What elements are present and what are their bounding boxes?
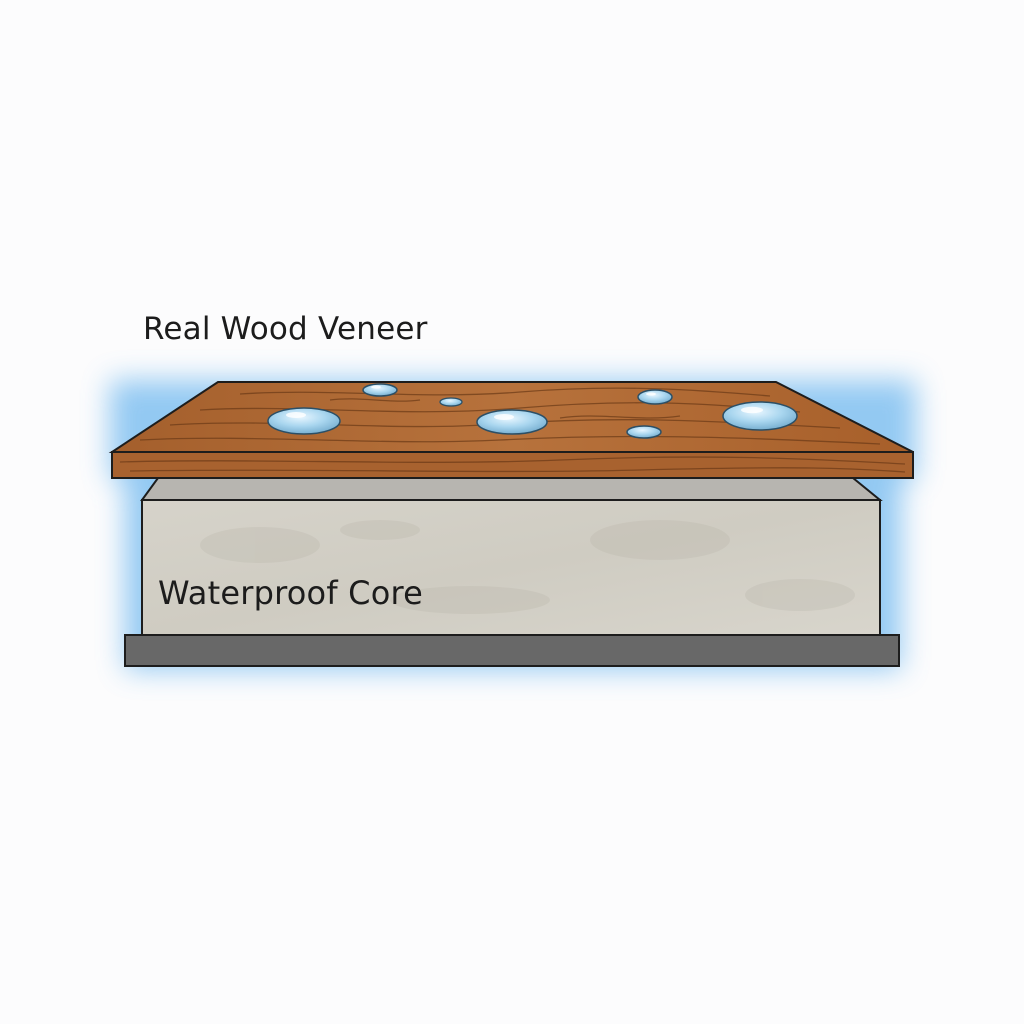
water-droplet-icon [476,409,548,435]
backing-layer [124,634,900,667]
water-droplet-icon [267,407,341,435]
water-droplet-icon [439,397,463,407]
core-label: Waterproof Core [158,574,424,612]
water-droplet-icon [722,401,798,431]
water-droplet-icon [362,383,398,397]
water-droplets [267,383,798,439]
veneer-label: Real Wood Veneer [143,311,428,347]
water-droplet-icon [626,425,662,439]
waterproof-core-layer [140,477,883,636]
water-droplet-icon [637,389,673,405]
